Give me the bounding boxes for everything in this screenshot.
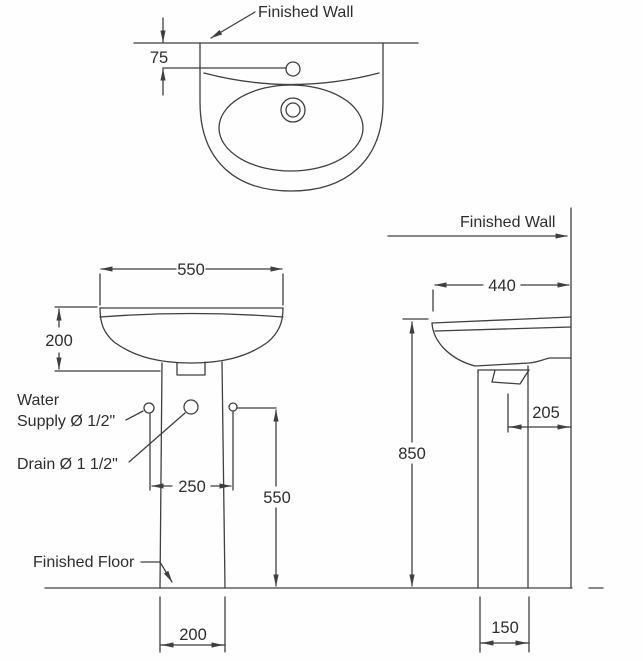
basin-bowl-front bbox=[99, 307, 284, 364]
dim-205-value: 205 bbox=[532, 404, 560, 422]
pedestal-right-edge-front bbox=[221, 361, 226, 589]
dim-75-value: 75 bbox=[150, 49, 168, 67]
dim-550w-value: 550 bbox=[177, 261, 205, 279]
finished-wall-leader-arrow bbox=[210, 11, 256, 39]
finished-wall-label-plan: Finished Wall bbox=[258, 4, 353, 21]
water-supply-label-line2: Supply Ø 1/2" bbox=[17, 413, 115, 430]
dim-850-value: 850 bbox=[398, 445, 426, 463]
rim-top-line-side bbox=[431, 316, 572, 324]
drain-hole-inner bbox=[285, 102, 301, 118]
dim-440-value: 440 bbox=[488, 277, 516, 295]
dim-250-value: 250 bbox=[178, 478, 206, 496]
side-view: Finished Wall 440 205 850 150 bbox=[387, 207, 572, 653]
dim-550h-value: 550 bbox=[263, 489, 291, 507]
drain-hole-outer bbox=[280, 97, 306, 123]
trap-cover-front bbox=[176, 361, 206, 376]
faucet-hole bbox=[285, 61, 301, 77]
dim-200-value: 200 bbox=[45, 332, 73, 350]
basin-underside-side bbox=[474, 357, 572, 367]
dim-150-value: 150 bbox=[491, 619, 519, 637]
water-supply-leader bbox=[125, 410, 144, 421]
trap-cover-side bbox=[491, 369, 530, 385]
drain-leader bbox=[128, 412, 186, 463]
drain-circle bbox=[183, 399, 199, 415]
front-view: 550 Water Supply Ø 1/2" Drain Ø 1 1/2" 2… bbox=[17, 261, 604, 653]
basin-front-curve-side bbox=[431, 322, 476, 367]
pedestal-left-edge-front bbox=[159, 362, 163, 589]
water-supply-left-circle bbox=[143, 402, 155, 414]
basin-inner-oval bbox=[218, 84, 364, 172]
sink-outline-plan bbox=[199, 42, 384, 192]
drain-label: Drain Ø 1 1/2" bbox=[17, 456, 118, 473]
finished-wall-label-side: Finished Wall bbox=[460, 214, 555, 231]
water-supply-label-line1: Water bbox=[17, 392, 60, 409]
sink-back-deck-arc bbox=[203, 72, 380, 86]
basin-rim-curve-front bbox=[99, 312, 284, 318]
rim-lower-line-side bbox=[434, 326, 572, 332]
finished-floor-label: Finished Floor bbox=[33, 554, 135, 571]
finished-floor-leader-arrow bbox=[140, 561, 173, 583]
dim-200b-value: 200 bbox=[179, 626, 207, 644]
water-supply-right-circle bbox=[228, 402, 238, 412]
top-view: Finished Wall 75 bbox=[133, 4, 419, 192]
